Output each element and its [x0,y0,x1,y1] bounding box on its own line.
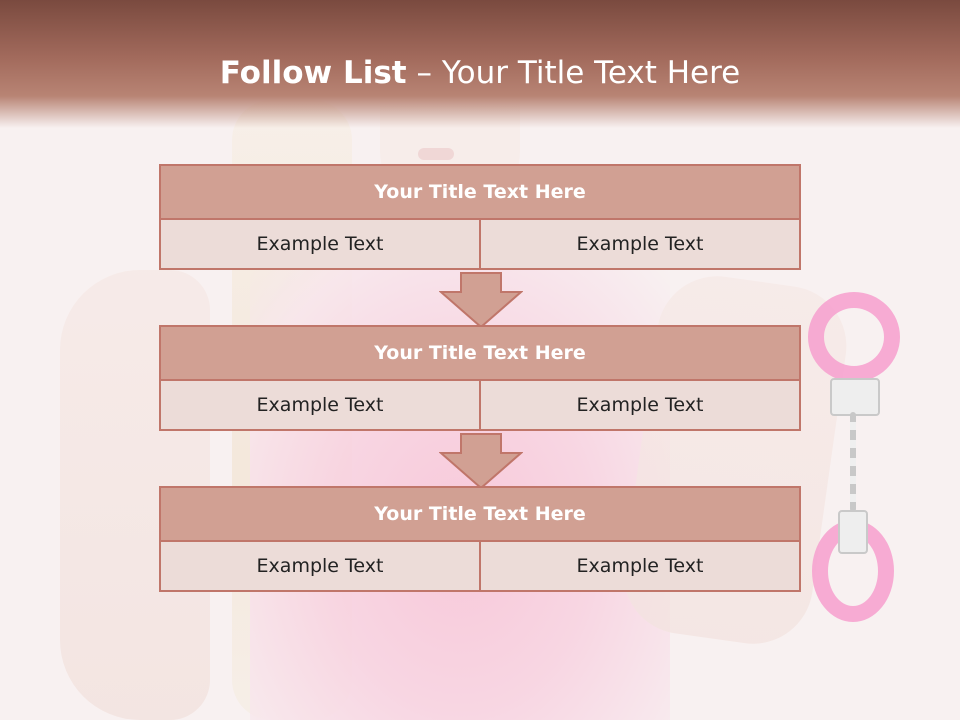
handcuff-ring-top [808,292,900,382]
handcuff-chain [850,412,856,512]
block-row: Example Text Example Text [159,381,801,431]
handcuff-lock-bottom [838,510,868,554]
block-cell-left: Example Text [159,542,481,592]
block-cell-right: Example Text [481,220,801,270]
lips-shape [418,148,454,160]
block-title: Your Title Text Here [159,486,801,542]
title-banner: Follow List – Your Title Text Here [0,0,960,128]
slide-title: Follow List – Your Title Text Here [0,55,960,91]
handcuff-lock-top [830,378,880,416]
slide-title-rest: – Your Title Text Here [406,55,741,91]
slide-title-bold: Follow List [219,55,407,91]
block-cell-left: Example Text [159,381,481,431]
follow-list-block-3: Your Title Text Here Example Text Exampl… [159,486,801,592]
block-cell-right: Example Text [481,381,801,431]
block-cell-right: Example Text [481,542,801,592]
down-arrow-icon [439,433,523,489]
block-title: Your Title Text Here [159,164,801,220]
down-arrow-icon [439,272,523,328]
block-cell-left: Example Text [159,220,481,270]
follow-list-block-1: Your Title Text Here Example Text Exampl… [159,164,801,270]
block-title: Your Title Text Here [159,325,801,381]
follow-list-block-2: Your Title Text Here Example Text Exampl… [159,325,801,431]
block-row: Example Text Example Text [159,542,801,592]
block-row: Example Text Example Text [159,220,801,270]
